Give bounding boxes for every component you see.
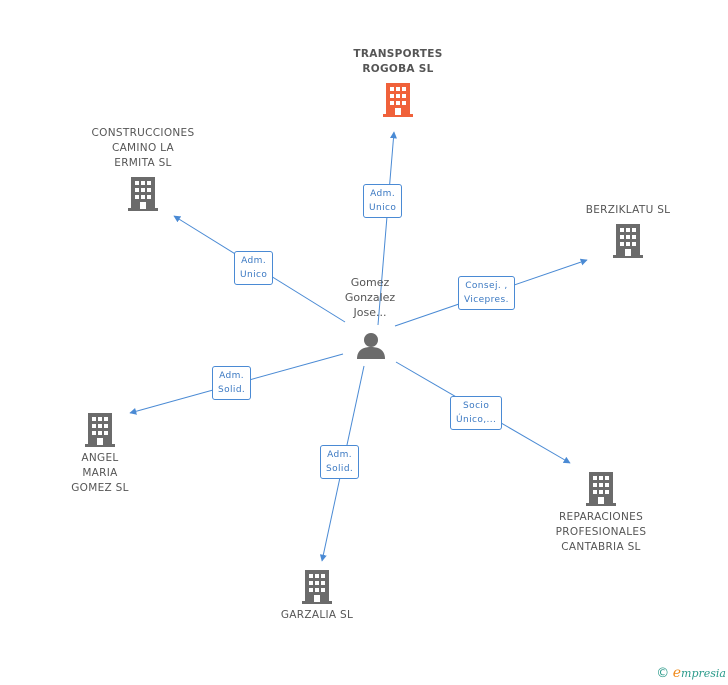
edge-label-construcciones[interactable]: Adm. Unico (234, 251, 274, 285)
node-garzalia[interactable]: GARZALIA SL (266, 570, 368, 623)
node-construcciones[interactable]: CONSTRUCCIONES CAMINO LA ERMITA SL (82, 126, 204, 211)
edge-label-berziklatu[interactable]: Consej. , Vicepres. (458, 276, 515, 310)
building-icon (128, 177, 158, 211)
building-icon (383, 83, 413, 117)
person-icon[interactable] (356, 331, 386, 359)
node-berziklatu[interactable]: BERZIKLATU SL (572, 203, 684, 258)
edge-transportes (377, 131, 397, 326)
edge-label-reparaciones[interactable]: Socio Único,... (450, 396, 503, 430)
building-icon (302, 570, 332, 604)
node-angel-label: ANGEL MARIA GOMEZ SL (71, 452, 129, 494)
brand-name: mpresia (681, 667, 726, 680)
building-icon (586, 472, 616, 506)
edge-label-garzalia[interactable]: Adm. Solid. (320, 445, 360, 479)
edge-label-angel[interactable]: Adm. Solid. (212, 366, 252, 400)
node-transportes[interactable]: TRANSPORTES ROGOBA SL (340, 47, 456, 117)
brand-initial: e (672, 665, 682, 681)
copyright-icon: © (656, 666, 670, 681)
brand-footer[interactable]: © empresia (656, 665, 726, 681)
node-transportes-label: TRANSPORTES ROGOBA SL (353, 48, 443, 75)
center-person-label[interactable]: Gomez Gonzalez Jose... (344, 276, 396, 319)
edge-label-transportes[interactable]: Adm. Unico (363, 184, 403, 218)
node-reparaciones[interactable]: REPARACIONES PROFESIONALES CANTABRIA SL (540, 472, 662, 555)
node-berziklatu-label: BERZIKLATU SL (585, 204, 671, 216)
node-reparaciones-label: REPARACIONES PROFESIONALES CANTABRIA SL (555, 511, 647, 553)
node-angel[interactable]: ANGEL MARIA GOMEZ SL (50, 413, 150, 496)
node-garzalia-label: GARZALIA SL (280, 609, 354, 621)
building-icon (85, 413, 115, 447)
building-icon (613, 224, 643, 258)
node-construcciones-label: CONSTRUCCIONES CAMINO LA ERMITA SL (91, 127, 195, 169)
